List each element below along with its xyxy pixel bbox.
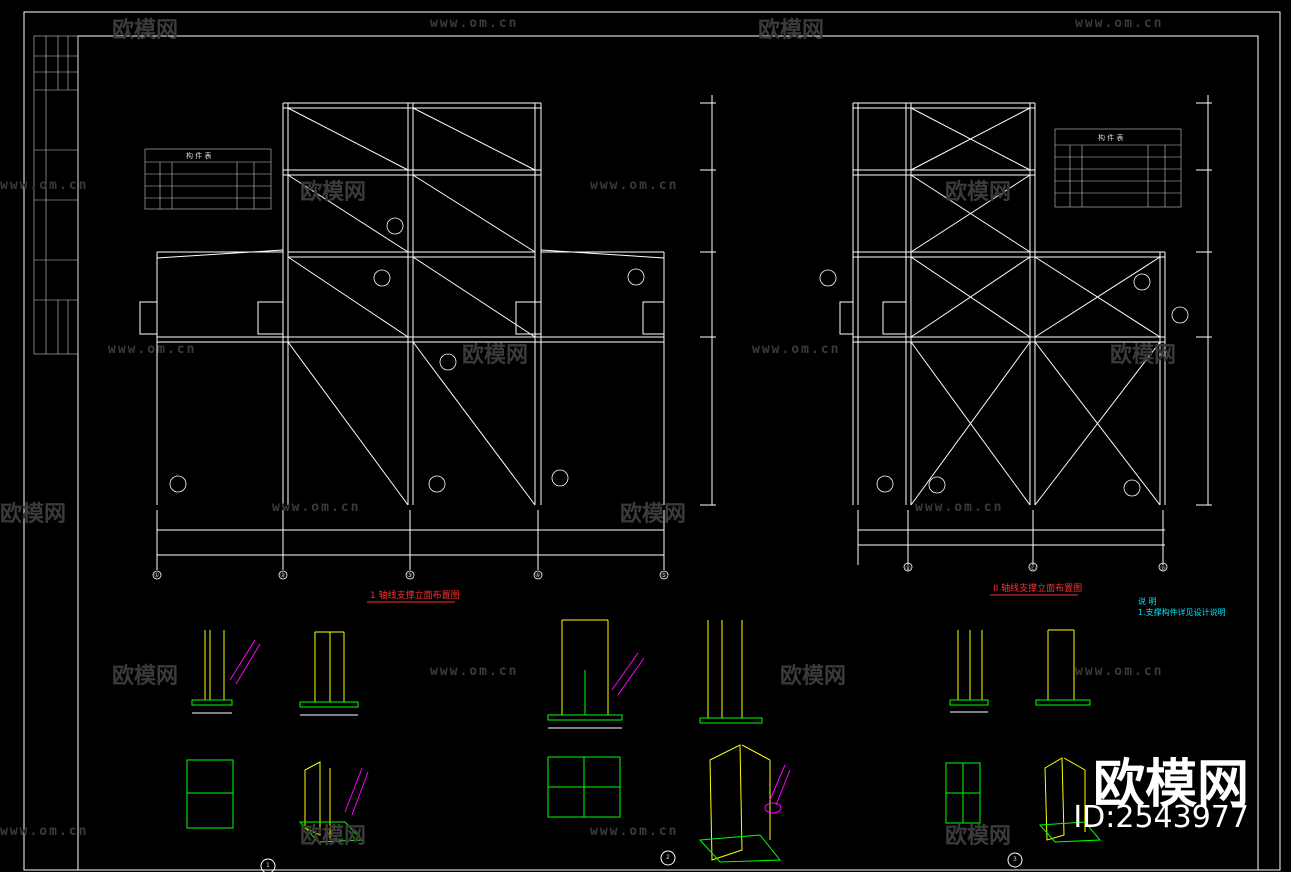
watermark-url: www.om.cn [0,178,89,193]
watermark-brand: 欧模网 [945,180,1012,205]
watermark-brand: 欧模网 [945,824,1012,849]
watermark-brand: 欧模网 [758,18,825,43]
right-axis-label: Ⓓ [1160,566,1167,573]
watermark-brand: 欧模网 [0,502,67,527]
brand-logo-text: 欧模网 [1092,755,1249,815]
watermark-url: www.om.cn [1075,16,1164,31]
watermark-brand: 欧模网 [112,18,179,43]
detail-2 [547,619,791,866]
right-drawing-title: II 轴线支撑立面布置图 [993,584,1083,594]
watermark-url: www.om.cn [430,664,519,679]
notes-title: 说 明 [1138,597,1157,606]
left-component-table [144,148,272,210]
detail-number: 1 [266,862,270,869]
watermark-brand: 欧模网 [462,343,529,368]
left-axis-label: ③ [407,572,413,579]
watermark-url: www.om.cn [1075,664,1164,679]
left-elevation [139,95,716,570]
sheet-border-outer [23,11,1281,871]
left-axis-label: ② [280,572,286,579]
watermark-url: www.om.cn [752,342,841,357]
revision-table [33,35,79,355]
watermark-brand: 欧模网 [620,502,687,527]
watermark-url: www.om.cn [108,342,197,357]
right-table-header: 构 件 表 [1098,134,1124,142]
left-axis-label: ④ [535,572,541,579]
watermark-url: www.om.cn [590,178,679,193]
watermark-url: www.om.cn [915,500,1004,515]
right-axis-label: Ⓑ [905,566,912,573]
left-table-header: 构 件 表 [186,152,212,160]
left-axis-label: ⑤ [661,572,667,579]
watermark-url: www.om.cn [430,16,519,31]
detail-number: 3 [1013,856,1017,863]
watermark-brand: 欧模网 [1110,343,1177,368]
notes-line-1: 1.支撑构件详见设计说明 [1138,608,1226,617]
brand-id: ID:2543977 [1073,800,1249,835]
detail-3 [945,629,1102,868]
watermark-url: www.om.cn [590,824,679,839]
watermark-brand: 欧模网 [300,824,367,849]
sheet-border-inner [77,35,1259,871]
watermark-url: www.om.cn [272,500,361,515]
left-axis-bubbles [152,217,669,580]
detail-number: 2 [666,854,670,861]
right-axis-label: Ⓒ [1030,566,1037,573]
left-drawing-title: 1 轴线支撑立面布置图 [370,591,460,601]
watermark-brand: 欧模网 [300,180,367,205]
detail-1 [186,630,369,872]
watermark-url: www.om.cn [0,824,89,839]
right-axis-bubbles [819,269,1189,572]
left-axis-label: ① [154,572,160,579]
watermark-brand: 欧模网 [112,664,179,689]
right-elevation [839,95,1212,565]
watermark-brand: 欧模网 [780,664,847,689]
right-component-table [1054,128,1182,208]
